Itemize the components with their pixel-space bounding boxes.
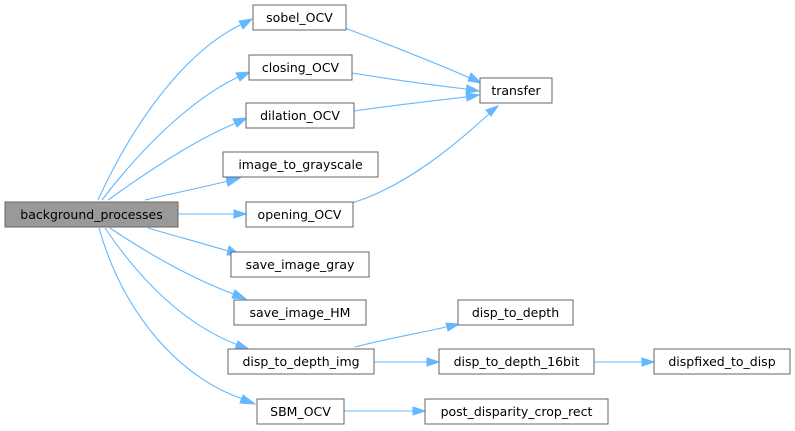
node-transfer[interactable]: transfer [479,77,553,104]
node-label: dilation_OCV [260,108,340,123]
node-label: save_image_gray [246,257,355,272]
node-label: sobel_OCV [266,10,333,25]
node-label: SBM_OCV [270,404,331,419]
edge-disp_to_depth_img-disp_to_depth_16bit [374,357,441,367]
edge-background_processes-image_to_grayscale [144,176,242,201]
edge-disp_to_depth_16bit-dispfixed_to_disp [594,357,656,367]
node-label: closing_OCV [262,60,340,75]
edge-dilation_OCV-transfer [353,92,481,112]
node-closing_OCV[interactable]: closing_OCV [248,54,353,81]
node-disp_to_depth_16bit[interactable]: disp_to_depth_16bit [438,348,595,375]
node-dispfixed_to_disp[interactable]: dispfixed_to_disp [653,348,791,375]
node-label: disp_to_depth_16bit [454,354,580,369]
node-post_disparity_crop_rect[interactable]: post_disparity_crop_rect [424,398,609,425]
node-save_image_gray[interactable]: save_image_gray [230,251,370,278]
edge-background_processes-dilation_OCV [107,117,249,201]
node-label: image_to_grayscale [238,157,363,172]
edge-background_processes-save_image_HM [109,227,248,300]
node-disp_to_depth_img[interactable]: disp_to_depth_img [227,348,375,375]
edge-background_processes-closing_OCV [101,71,252,201]
edge-background_processes-opening_OCV [178,209,248,219]
node-sobel_OCV[interactable]: sobel_OCV [252,4,347,31]
nodes: background_processes sobel_OCV closing_O… [4,4,791,425]
edge-background_processes-disp_to_depth_img [104,227,252,351]
node-label: disp_to_depth [472,305,559,320]
node-label: dispfixed_to_disp [668,354,775,369]
edge-SBM_OCV-post_disparity_crop_rect [344,406,427,416]
edge-sobel_OCV-transfer [344,27,483,84]
node-label: post_disparity_crop_rect [441,404,593,419]
node-disp_to_depth[interactable]: disp_to_depth [457,299,574,326]
node-save_image_HM[interactable]: save_image_HM [233,299,367,326]
node-opening_OCV[interactable]: opening_OCV [245,201,354,228]
node-label: save_image_HM [250,305,351,320]
edge-background_processes-SBM_OCV [98,227,257,405]
node-dilation_OCV[interactable]: dilation_OCV [245,102,355,129]
edge-closing_OCV-transfer [351,72,481,94]
node-label: background_processes [20,207,162,222]
edge-opening_OCV-transfer [351,105,500,204]
edge-background_processes-save_image_gray [147,227,242,256]
edge-background_processes-sobel_OCV [97,18,254,201]
node-label: disp_to_depth_img [242,354,359,369]
edge-disp_to_depth_img-disp_to_depth [354,322,461,348]
node-background_processes[interactable]: background_processes [4,201,179,228]
node-label: opening_OCV [258,207,342,222]
node-image_to_grayscale[interactable]: image_to_grayscale [222,151,379,178]
node-label: transfer [491,83,541,98]
node-SBM_OCV[interactable]: SBM_OCV [256,398,345,425]
